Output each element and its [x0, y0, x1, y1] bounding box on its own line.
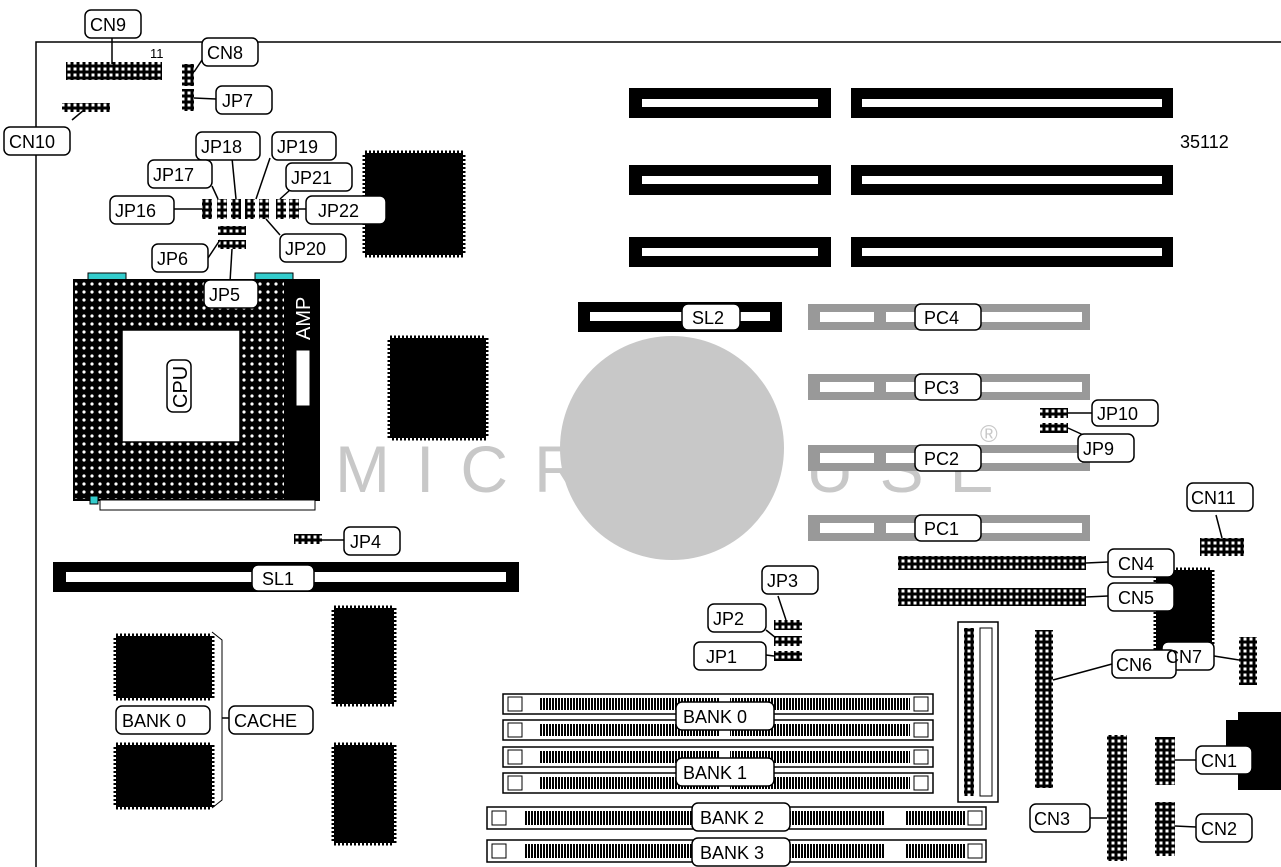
label-sl1: SL1 — [262, 569, 294, 589]
label-cache: CACHE — [234, 711, 297, 731]
watermark-text-left: MICRO — [335, 432, 685, 506]
label-jp2: JP2 — [713, 609, 744, 629]
socket-tab-right — [254, 272, 294, 281]
label-jp18: JP18 — [201, 137, 242, 157]
label-cn9: CN9 — [90, 15, 126, 35]
label-cn3: CN3 — [1034, 809, 1070, 829]
label-jp21: JP21 — [291, 168, 332, 188]
cache-bracket — [211, 631, 223, 809]
label-jp10: JP10 — [1097, 404, 1138, 424]
header-cn6 — [1035, 630, 1053, 788]
label-jp5: JP5 — [209, 285, 240, 305]
label-cn2: CN2 — [1201, 819, 1237, 839]
label-jp3: JP3 — [767, 571, 798, 591]
board-outline — [35, 41, 1281, 867]
label-jp7: JP7 — [222, 91, 253, 111]
microhouse-watermark: MICRO HOUSE ® — [335, 336, 998, 560]
label-cn5: CN5 — [1118, 588, 1154, 608]
label-jp17: JP17 — [153, 165, 194, 185]
label-jp9: JP9 — [1083, 439, 1114, 459]
chip-left-1 — [331, 605, 397, 707]
headers — [62, 62, 1257, 861]
leader-lines — [71, 38, 1240, 828]
label-jp19: JP19 — [277, 137, 318, 157]
label-cn6: CN6 — [1116, 655, 1152, 675]
label-pc1: PC1 — [924, 519, 959, 539]
cpu-socket — [73, 272, 320, 511]
label-cn1: CN1 — [1201, 751, 1237, 771]
board-id: 35112 — [1180, 132, 1229, 152]
label-pc4: PC4 — [924, 308, 959, 328]
header-jp7 — [182, 89, 194, 111]
cpu-label: CPU — [170, 366, 192, 408]
header-cn4 — [898, 556, 1086, 570]
socket-tab-left — [87, 272, 127, 281]
chip-left-2 — [331, 742, 397, 846]
watermark-registered-mark: ® — [980, 421, 998, 448]
header-cn7 — [1239, 637, 1257, 685]
label-bank1: BANK 1 — [683, 763, 747, 783]
jumpers — [202, 199, 1068, 661]
chip-mid — [387, 335, 489, 441]
slot-sl2 — [578, 302, 782, 332]
header-cn10 — [62, 103, 110, 112]
pin-number-11: 11 — [150, 46, 164, 61]
label-jp16: JP16 — [115, 201, 156, 221]
header-cn5 — [898, 588, 1086, 606]
label-boxes — [3, 9, 1254, 867]
simm-bank1-a — [502, 746, 934, 768]
label-cn10: CN10 — [9, 132, 55, 152]
label-cn4: CN4 — [1118, 554, 1154, 574]
label-jp22: JP22 — [318, 201, 359, 221]
header-cn11 — [1200, 538, 1244, 556]
socket-brand-label: AMP — [293, 297, 315, 340]
label-jp6: JP6 — [157, 249, 188, 269]
header-cn3 — [1107, 735, 1127, 861]
label-cn8: CN8 — [207, 43, 243, 63]
label-bank0-cache: BANK 0 — [122, 711, 186, 731]
vertical-socket — [957, 621, 999, 803]
label-jp4: JP4 — [350, 532, 381, 552]
label-bank0-simm: BANK 0 — [683, 707, 747, 727]
label-sl2: SL2 — [692, 308, 724, 328]
header-cn8 — [182, 64, 194, 86]
socket-lever — [99, 499, 316, 511]
cache-chips — [113, 631, 223, 810]
isa-slots — [629, 88, 1173, 267]
header-cn1 — [1155, 737, 1175, 785]
label-bank3: BANK 3 — [700, 843, 764, 863]
label-pc3: PC3 — [924, 378, 959, 398]
header-cn2 — [1155, 802, 1175, 856]
label-cn11: CN11 — [1191, 488, 1236, 508]
watermark-circle — [560, 336, 784, 560]
label-pc2: PC2 — [924, 449, 959, 469]
label-jp20: JP20 — [285, 239, 326, 259]
header-cn9 — [66, 62, 162, 80]
label-bank2: BANK 2 — [700, 808, 764, 828]
label-cn7: CN7 — [1166, 647, 1202, 667]
label-jp1: JP1 — [706, 647, 737, 667]
pci-slots — [808, 304, 1090, 541]
